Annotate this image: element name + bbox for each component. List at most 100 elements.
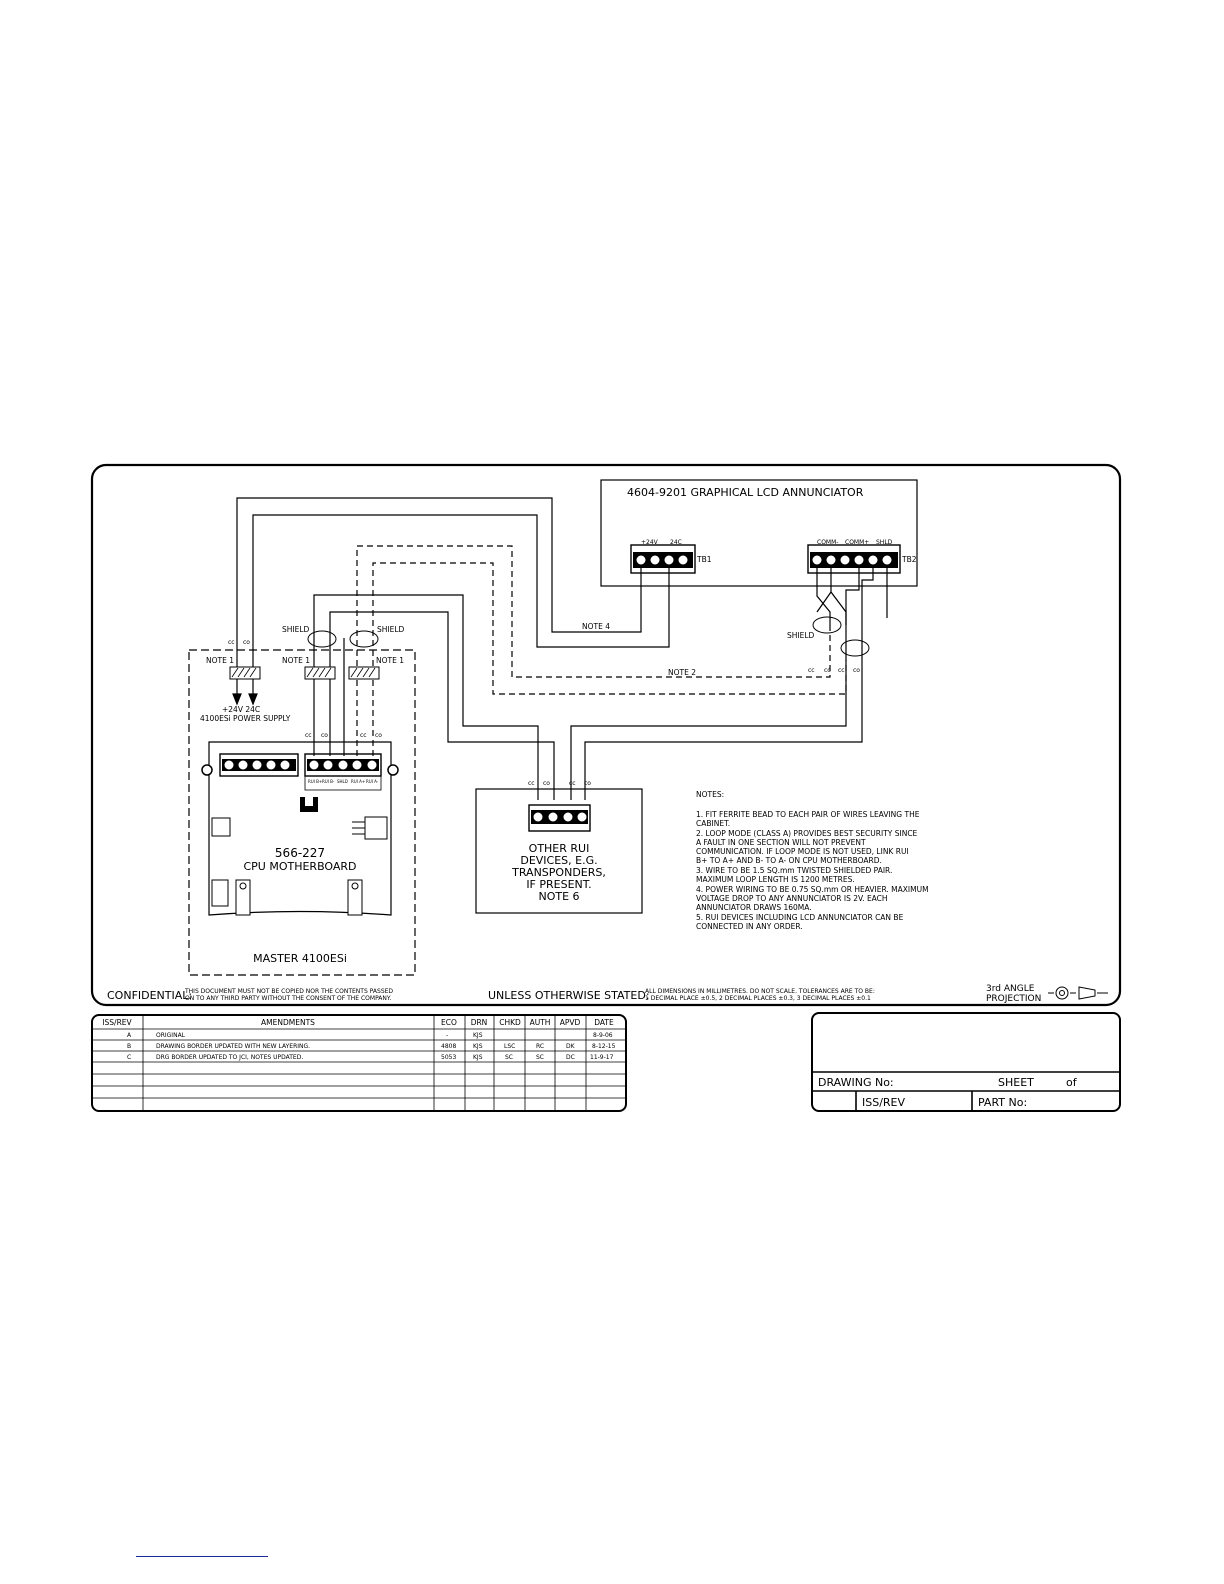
rui-line-5: NOTE 6 <box>538 890 579 903</box>
drawing-border <box>90 463 1122 1007</box>
svg-text:co: co <box>824 667 831 674</box>
tb1-label: TB1 <box>696 555 712 564</box>
table-row-cell: SC <box>505 1054 513 1061</box>
iss-rev-label: ISS/REV <box>862 1096 906 1109</box>
note4-label: NOTE 4 <box>582 622 610 631</box>
table-row-cell: DRAWING BORDER UPDATED WITH NEW LAYERING… <box>156 1043 310 1050</box>
other-rui-devices: OTHER RUI DEVICES, E.G. TRANSPONDERS, IF… <box>475 788 643 914</box>
table-row-cell: ORIGINAL <box>156 1032 186 1039</box>
svg-text:cc: cc <box>528 780 535 787</box>
part-no-label: PART No: <box>978 1096 1027 1109</box>
dims-line-1: ALL DIMENSIONS IN MILLIMETRES. DO NOT SC… <box>645 988 875 995</box>
cpu-motherboard: RUI B+ RUI B- SHLD RUI A+ RUI A- 566-227… <box>201 741 399 916</box>
tb1-header-common: 24C <box>670 539 682 546</box>
amendment-rows: A ORIGINAL - KJS 8-9-06 B DRAWING BORDER… <box>127 1032 616 1061</box>
col-chkd: CHKD <box>499 1018 521 1027</box>
notes-heading: NOTES: <box>696 790 724 799</box>
table-row-cell: SC <box>536 1054 544 1061</box>
cpu-label: CPU MOTHERBOARD <box>243 860 356 873</box>
shield-label-2: SHIELD <box>377 625 405 634</box>
confidential-line-2: ON TO ANY THIRD PARTY WITHOUT THE CONSEN… <box>185 995 391 1002</box>
col-date: DATE <box>594 1018 614 1027</box>
supply-label: 4100ESi POWER SUPPLY <box>200 714 291 723</box>
cpu-term-rui-b-minus: RUI B- <box>322 779 335 784</box>
svg-text:cc: cc <box>360 732 367 739</box>
table-row-cell: 5053 <box>441 1054 456 1061</box>
shield-label-3: SHIELD <box>787 631 815 640</box>
svg-text:2. LOOP MODE (CLASS A) PROVI: 2. LOOP MODE (CLASS A) PROVIDES BEST SEC… <box>696 829 918 838</box>
col-amendments: AMENDMENTS <box>261 1018 315 1027</box>
rui-line-1: OTHER RUI <box>529 842 590 855</box>
table-row-cell: RC <box>536 1043 544 1050</box>
tb1-header-plus: +24V <box>641 539 659 546</box>
svg-text:cc: cc <box>808 667 815 674</box>
svg-text:4. POWER WIRING TO BE 0.75 S: 4. POWER WIRING TO BE 0.75 SQ.mm OR HEAV… <box>696 885 929 894</box>
table-row-cell: LSC <box>504 1043 515 1050</box>
master-label: MASTER 4100ESi <box>253 952 347 965</box>
rui-line-4: IF PRESENT. <box>526 878 591 891</box>
svg-text:co: co <box>243 639 250 646</box>
svg-text:co: co <box>543 780 550 787</box>
dashed-loop <box>356 545 847 756</box>
projection-line-2: PROJECTION <box>986 994 1041 1004</box>
projection-line-1: 3rd ANGLE <box>986 984 1035 994</box>
rui-line-2: DEVICES, E.G. <box>520 854 597 867</box>
table-row-cell: - <box>446 1032 448 1039</box>
drawing-no-label: DRAWING No: <box>818 1076 894 1089</box>
footer-rule <box>136 1556 268 1557</box>
svg-text:cc: cc <box>228 639 235 646</box>
amendments-table: ISS/REV AMENDMENTS ECO DRN CHKD AUTH APV… <box>91 1014 627 1112</box>
table-row-cell: DK <box>566 1043 576 1050</box>
cpu-term-rui-a-plus: RUI A+ <box>351 779 365 784</box>
svg-text:cc: cc <box>305 732 312 739</box>
table-row-cell: KJS <box>473 1032 483 1039</box>
svg-text:co: co <box>375 732 382 739</box>
col-drn: DRN <box>471 1018 488 1027</box>
sheet-label: SHEET <box>998 1076 1034 1089</box>
note1-label-3: NOTE 1 <box>376 656 404 665</box>
svg-text:5. RUI DEVICES INCLUDING LCD: 5. RUI DEVICES INCLUDING LCD ANNUNCIATOR… <box>696 913 904 922</box>
table-row-cell: A <box>127 1032 132 1039</box>
svg-text:VOLTAGE DROP TO ANY ANNUNCIATO: VOLTAGE DROP TO ANY ANNUNCIATOR IS 2V. E… <box>696 894 888 903</box>
title-block: DRAWING No: SHEET of ISS/REV PART No: <box>811 1012 1121 1112</box>
cpu-term-shld: SHLD <box>337 779 348 784</box>
confidential-label: CONFIDENTIAL: <box>107 989 192 1002</box>
wiring-lines <box>232 497 888 800</box>
table-row-cell: DRG BORDER UPDATED TO JCI, NOTES UPDATED… <box>156 1054 303 1061</box>
col-apvd: APVD <box>560 1018 581 1027</box>
table-row-cell: 4808 <box>441 1043 456 1050</box>
table-row-cell: 8-12-15 <box>592 1043 616 1050</box>
annunciator-title: 4604-9201 GRAPHICAL LCD ANNUNCIATOR <box>627 486 864 499</box>
svg-text:cc: cc <box>569 780 576 787</box>
confidential-line-1: THIS DOCUMENT MUST NOT BE COPIED NOR THE… <box>184 988 393 995</box>
svg-text:CABINET.: CABINET. <box>696 819 730 828</box>
table-row-cell: DC <box>566 1054 575 1061</box>
shield-label-1: SHIELD <box>282 625 310 634</box>
table-row-cell: C <box>127 1054 131 1061</box>
svg-text:co: co <box>321 732 328 739</box>
cpu-term-rui-a-minus: RUI A- <box>366 779 379 784</box>
tb2-header-comm-plus: COMM+ <box>845 539 869 546</box>
cpu-term-rui-b-plus: RUI B+ <box>308 779 322 784</box>
col-iss-rev: ISS/REV <box>102 1018 132 1027</box>
dims-line-2: 1 DECIMAL PLACE ±0.5, 2 DECIMAL PLACES ±… <box>645 995 871 1002</box>
sheet-of-label: of <box>1066 1076 1078 1089</box>
table-row-cell: KJS <box>473 1043 483 1050</box>
svg-text:ANNUNCIATOR DRAWS 160MA.: ANNUNCIATOR DRAWS 160MA. <box>696 903 812 912</box>
shield-ellipses <box>307 616 870 657</box>
note1-label-2: NOTE 1 <box>282 656 310 665</box>
note1-label-1: NOTE 1 <box>206 656 234 665</box>
projection-symbol-icon <box>1048 986 1108 1000</box>
notes-block: NOTES: 1. FIT FERRITE BEAD TO EACH PAIR … <box>696 790 929 931</box>
note2-label: NOTE 2 <box>668 668 696 677</box>
svg-text:1. FIT FERRITE BEAD TO EACH: 1. FIT FERRITE BEAD TO EACH PAIR OF WIRE… <box>696 810 920 819</box>
svg-text:CONNECTED IN ANY ORDER.: CONNECTED IN ANY ORDER. <box>696 922 803 931</box>
svg-text:A FAULT IN ONE SECTION WILL NO: A FAULT IN ONE SECTION WILL NOT PREVENT <box>696 838 866 847</box>
tb2-terminal-block: COMM- COMM+ SHLD TB2 <box>807 539 917 574</box>
lcd-annunciator: 4604-9201 GRAPHICAL LCD ANNUNCIATOR +24V… <box>600 479 918 587</box>
svg-text:3. WIRE TO BE 1.5 SQ.mm TWIS: 3. WIRE TO BE 1.5 SQ.mm TWISTED SHIELDED… <box>696 866 892 875</box>
col-auth: AUTH <box>530 1018 551 1027</box>
svg-text:COMMUNICATION. IF LOOP MODE IS: COMMUNICATION. IF LOOP MODE IS NOT USED,… <box>696 847 909 856</box>
